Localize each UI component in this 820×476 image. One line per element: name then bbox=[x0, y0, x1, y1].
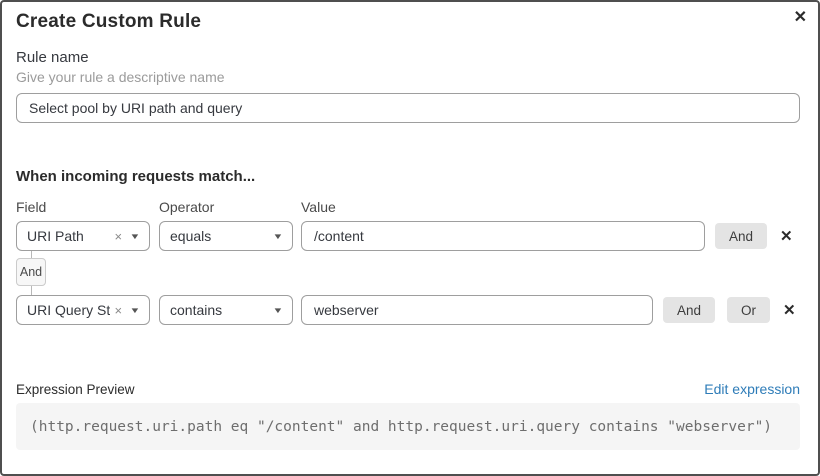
delete-row-1-icon[interactable]: ✕ bbox=[780, 228, 793, 245]
clear-icon[interactable]: × bbox=[114, 228, 123, 244]
operator-select-1[interactable]: equals ▼ bbox=[159, 221, 293, 251]
field-select-2-value: URI Query St... bbox=[27, 302, 111, 318]
chevron-down-icon: ▼ bbox=[129, 231, 141, 241]
connector-line bbox=[30, 251, 32, 258]
value-input-1[interactable] bbox=[301, 221, 705, 251]
condition-row-1: URI Path × ▼ equals ▼ And ✕ bbox=[16, 221, 800, 251]
page-title: Create Custom Rule bbox=[16, 11, 202, 32]
operator-select-2[interactable]: contains ▼ bbox=[159, 295, 293, 325]
condition-row-2: URI Query St... × ▼ contains ▼ And Or ✕ bbox=[16, 295, 800, 325]
chevron-down-icon: ▼ bbox=[272, 231, 284, 241]
row-connector: And bbox=[16, 251, 46, 295]
operator-select-2-value: contains bbox=[170, 302, 223, 318]
value-column-label: Value bbox=[301, 199, 336, 215]
builder-column-labels: Field Operator Value bbox=[16, 199, 800, 215]
field-select-2[interactable]: URI Query St... × ▼ bbox=[16, 295, 150, 325]
connector-line bbox=[30, 286, 32, 295]
expression-preview-header: Expression Preview Edit expression bbox=[16, 381, 800, 397]
rule-name-helper: Give your rule a descriptive name bbox=[16, 69, 225, 85]
expression-preview-label: Expression Preview bbox=[16, 381, 135, 397]
rule-name-input[interactable] bbox=[16, 93, 800, 123]
chevron-down-icon: ▼ bbox=[272, 305, 284, 315]
match-heading: When incoming requests match... bbox=[16, 168, 256, 185]
rule-name-label: Rule name bbox=[16, 49, 89, 66]
expression-preview-code: (http.request.uri.path eq "/content" and… bbox=[16, 403, 800, 450]
and-button-row-2[interactable]: And bbox=[663, 297, 716, 323]
chevron-down-icon: ▼ bbox=[129, 305, 141, 315]
value-input-2[interactable] bbox=[301, 295, 653, 325]
close-icon[interactable]: ✕ bbox=[793, 9, 807, 26]
field-column-label: Field bbox=[16, 199, 47, 215]
connector-and-chip[interactable]: And bbox=[16, 258, 46, 286]
or-button-row-2[interactable]: Or bbox=[727, 297, 771, 323]
expression-text: (http.request.uri.path eq "/content" and… bbox=[30, 418, 773, 435]
delete-row-2-icon[interactable]: ✕ bbox=[783, 302, 796, 319]
operator-select-1-value: equals bbox=[170, 228, 212, 244]
field-select-1-value: URI Path bbox=[27, 228, 84, 244]
clear-icon[interactable]: × bbox=[114, 302, 123, 318]
and-button-row-1[interactable]: And bbox=[715, 223, 768, 249]
operator-column-label: Operator bbox=[159, 199, 215, 215]
field-select-1[interactable]: URI Path × ▼ bbox=[16, 221, 150, 251]
edit-expression-link[interactable]: Edit expression bbox=[704, 381, 800, 397]
